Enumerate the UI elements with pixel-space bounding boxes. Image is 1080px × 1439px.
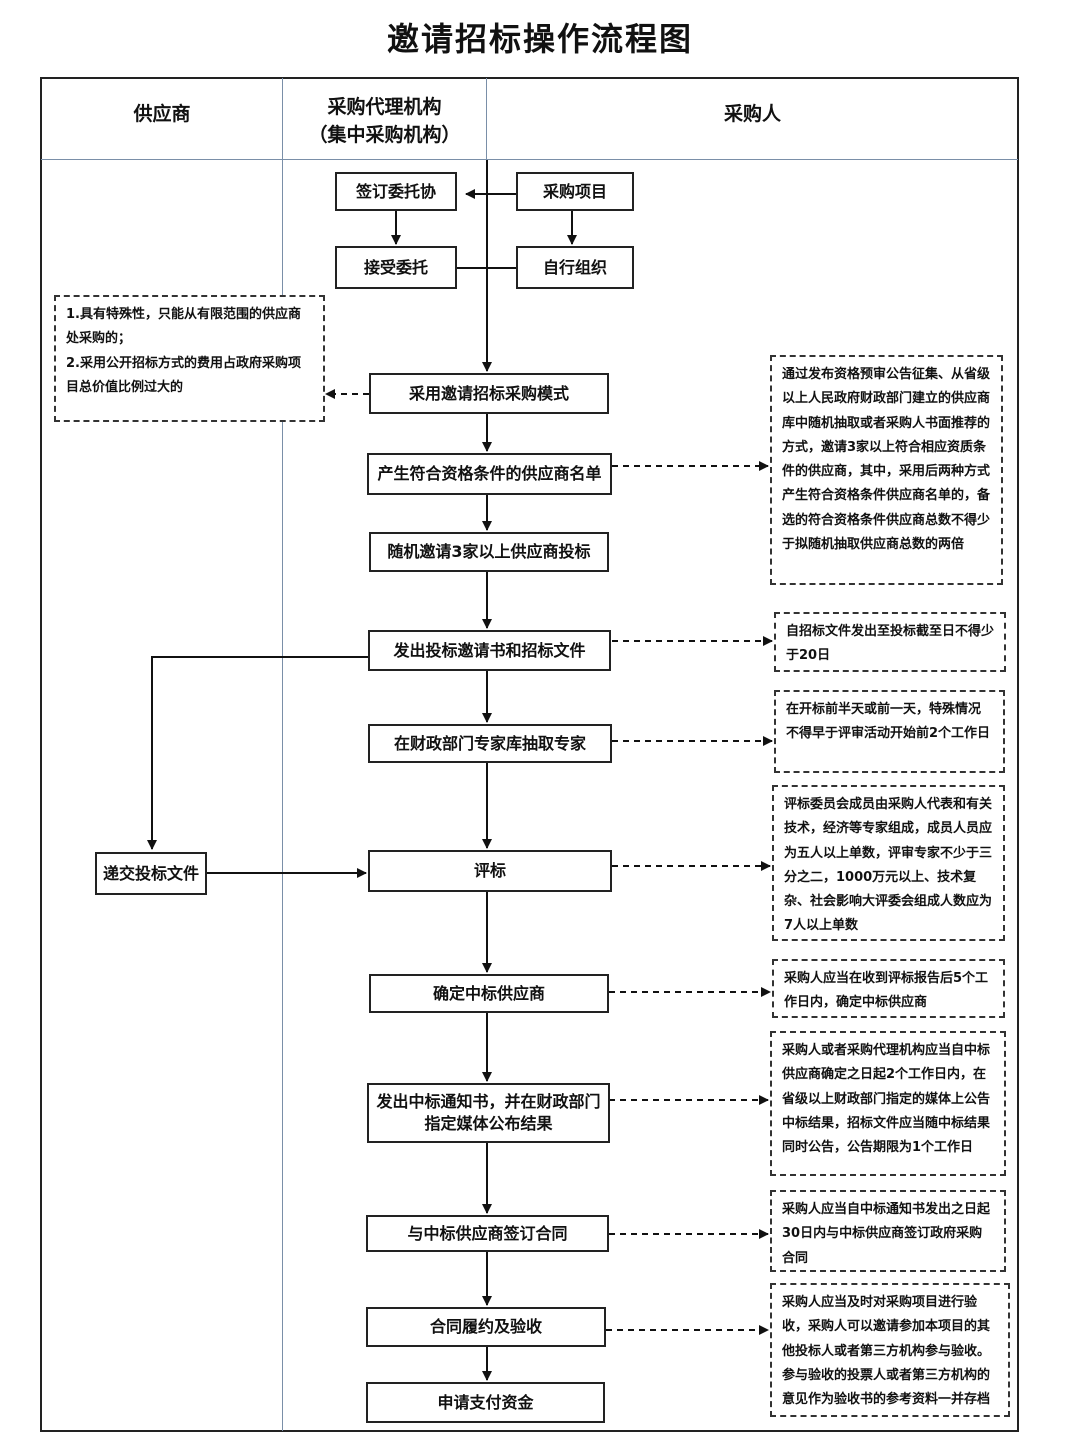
box-supplier-list: 产生符合资格条件的供应商名单 bbox=[367, 453, 612, 495]
box-evaluate: 评标 bbox=[368, 850, 612, 892]
box-award-notice-line1: 发出中标通知书，并在财政部门 bbox=[376, 1092, 601, 1111]
box-submit-bid: 递交投标文件 bbox=[95, 852, 207, 895]
box-sign-entrust: 签订委托协 bbox=[335, 172, 457, 211]
note-bid-period: 自招标文件发出至投标截至日不得少于20日 bbox=[774, 612, 1006, 672]
note-acceptance: 采购人应当及时对采购项目进行验收，采购人可以邀请参加本项目的其他投标人或者第三方… bbox=[770, 1283, 1010, 1417]
box-award-notice-line2: 指定媒体公布结果 bbox=[424, 1114, 553, 1133]
lane-header-purchaser: 采购人 bbox=[723, 103, 781, 125]
header-divider bbox=[41, 159, 1018, 160]
arrow-issue-to-supplier bbox=[147, 656, 368, 850]
note-expert-timing: 在开标前半天或前一天，特殊情况不得早于评审活动开始前2个工作日 bbox=[774, 690, 1005, 773]
note-winner-timing: 采购人应当在收到评标报告后5个工作日内，确定中标供应商 bbox=[772, 959, 1005, 1018]
lane-header-agency-line2: （集中采购机构） bbox=[308, 124, 461, 146]
box-issue-invitation: 发出投标邀请书和招标文件 bbox=[368, 630, 611, 671]
box-purchase-project: 采购项目 bbox=[516, 172, 634, 211]
box-self-organize: 自行组织 bbox=[516, 246, 634, 289]
lane-divider-right bbox=[486, 78, 487, 160]
note-contract-timing: 采购人应当自中标通知书发出之日起30日内与中标供应商签订政府采购合同 bbox=[770, 1190, 1006, 1272]
box-random-invite: 随机邀请3家以上供应商投标 bbox=[369, 532, 609, 572]
box-award-notice: 发出中标通知书，并在财政部门 指定媒体公布结果 bbox=[367, 1083, 610, 1143]
note-committee: 评标委员会成员由采购人代表和有关技术，经济等专家组成，成员人员应为五人以上单数，… bbox=[772, 785, 1005, 941]
box-apply-payment: 申请支付资金 bbox=[366, 1382, 605, 1423]
box-sign-contract: 与中标供应商签订合同 bbox=[366, 1215, 609, 1252]
box-adopt-mode: 采用邀请招标采购模式 bbox=[369, 373, 609, 414]
box-determine-winner: 确定中标供应商 bbox=[369, 974, 609, 1013]
lane-divider-left bbox=[282, 78, 283, 1431]
note-list-method: 通过发布资格预审公告征集、从省级以上人民政府财政部门建立的供应商库中随机抽取或者… bbox=[770, 355, 1003, 585]
box-accept-entrust: 接受委托 bbox=[335, 246, 457, 289]
note-announce: 采购人或者采购代理机构应当自中标供应商确定之日起2个工作日内，在省级以上财政部门… bbox=[770, 1031, 1006, 1176]
box-draw-experts: 在财政部门专家库抽取专家 bbox=[368, 724, 612, 763]
lane-header-supplier: 供应商 bbox=[133, 103, 191, 125]
lane-header-agency: 采购代理机构 （集中采购机构） bbox=[283, 93, 486, 149]
page-title: 邀请招标操作流程图 bbox=[386, 20, 693, 58]
diagram-frame bbox=[40, 77, 1019, 1432]
box-perform-accept: 合同履约及验收 bbox=[366, 1307, 606, 1347]
lane-header-agency-line1: 采购代理机构 bbox=[327, 96, 442, 118]
note-conditions: 1.具有特殊性，只能从有限范围的供应商处采购的； 2.采用公开招标方式的费用占政… bbox=[54, 295, 325, 422]
